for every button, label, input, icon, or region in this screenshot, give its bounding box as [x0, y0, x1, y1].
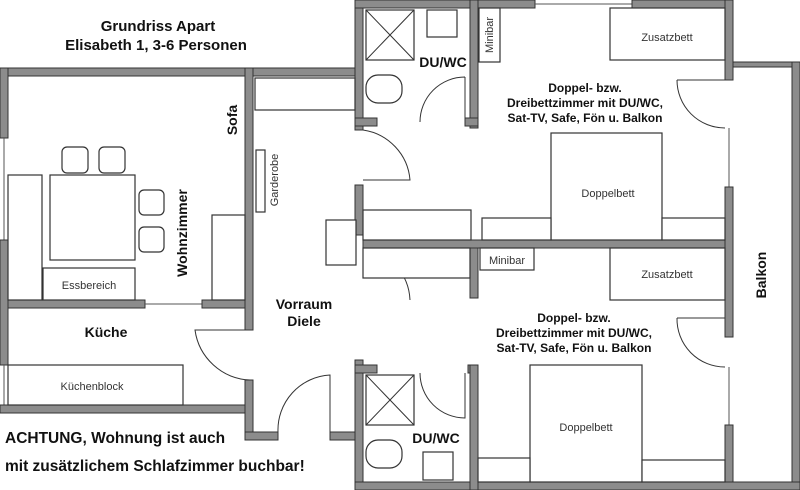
doppelbett-top-label: Doppelbett — [581, 188, 634, 200]
chair — [138, 189, 165, 216]
garderobe-label: Garderobe — [269, 154, 281, 207]
zusatzbett-top-label: Zusatzbett — [641, 32, 692, 44]
plan-title-line1: Grundriss Apart — [101, 18, 215, 35]
bedroom-top-desc: Dreibettzimmer mit DU/WC, — [507, 96, 663, 110]
bath-bottom-fixtures — [365, 374, 454, 481]
dining-table — [49, 174, 136, 261]
kueche-label: Küche — [85, 324, 128, 340]
wohnzimmer-label: Wohnzimmer — [174, 189, 190, 277]
kuechenblock-label: Küchenblock — [61, 381, 124, 393]
bedroom-bottom-furniture — [362, 247, 726, 483]
chair — [61, 146, 89, 174]
bedroom-bottom-desc: Sat-TV, Safe, Fön u. Balkon — [497, 341, 652, 355]
living-furniture — [7, 77, 357, 406]
note-line2: mit zusätzlichem Schlafzimmer buchbar! — [5, 458, 305, 475]
bedroom-top-desc: Doppel- bzw. — [548, 81, 622, 95]
bedroom-bottom-desc: Dreibettzimmer mit DU/WC, — [496, 326, 652, 340]
vorraum-label-line1: Vorraum — [276, 296, 333, 312]
essbereich-box — [42, 267, 136, 301]
vorraum-label-line2: Diele — [287, 313, 321, 329]
sofa-label: Sofa — [224, 105, 240, 136]
kuechenblock-box — [7, 364, 184, 406]
minibar-top-label: Minibar — [484, 17, 496, 53]
bedroom-bottom-desc: Doppel- bzw. — [537, 311, 611, 325]
plan-title-line2: Elisabeth 1, 3-6 Personen — [65, 37, 247, 54]
doppelbett-bottom-label: Doppelbett — [559, 422, 612, 434]
toilet — [365, 439, 403, 469]
sink — [422, 451, 454, 481]
bath-bottom-label: DU/WC — [412, 430, 459, 446]
bath-top-label: DU/WC — [419, 54, 466, 70]
chair — [98, 146, 126, 174]
toilet — [365, 74, 403, 104]
bedroom-top-furniture — [362, 7, 726, 241]
bedroom-top-desc: Sat-TV, Safe, Fön u. Balkon — [508, 111, 663, 125]
zusatzbett-bottom-label: Zusatzbett — [641, 269, 692, 281]
sink — [426, 9, 458, 38]
garderobe-rack — [255, 149, 266, 213]
note-line1: ACHTUNG, Wohnung ist auch — [5, 430, 225, 447]
bath-top-fixtures — [365, 9, 458, 104]
minibar-bottom-label: Minibar — [489, 255, 525, 267]
balkon-label: Balkon — [753, 252, 769, 299]
essbereich-label: Essbereich — [62, 280, 116, 292]
chair — [138, 226, 165, 253]
